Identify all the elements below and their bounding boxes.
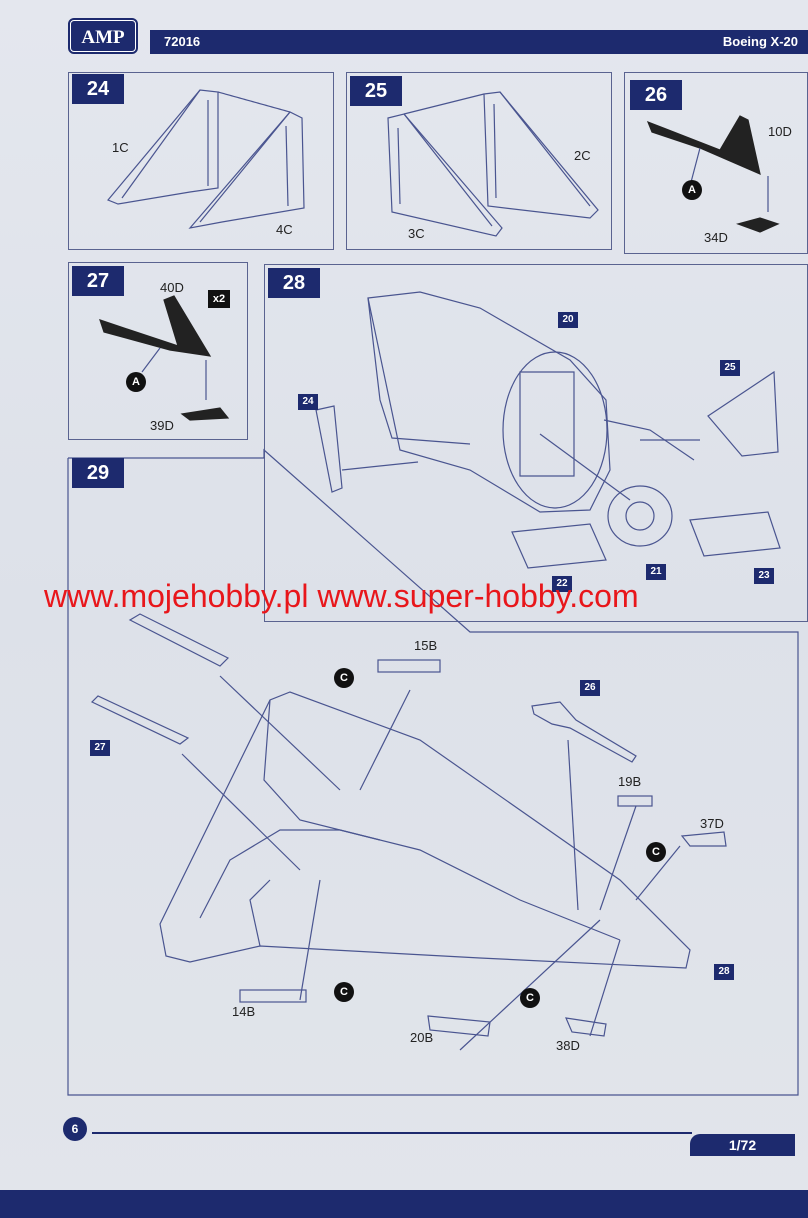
part-label-40d: 40D [160, 280, 184, 295]
part-label-19b: 19B [618, 774, 642, 789]
amp-logo: AMP [68, 18, 138, 54]
part-label-34d: 34D [704, 230, 728, 245]
callout-c-20b: C [520, 988, 540, 1008]
ref-tag-21: 21 [646, 564, 666, 580]
part-label-10d: 10D [768, 124, 792, 139]
callout-c-19b: C [646, 842, 666, 862]
part-label-3c: 3C [408, 226, 425, 241]
ref-tag-25: 25 [720, 360, 740, 376]
callout-c-14b: C [334, 982, 354, 1002]
page-number: 6 [63, 1117, 87, 1141]
step-24-panel [68, 72, 334, 250]
step-27-panel [68, 262, 248, 440]
part-label-39d: 39D [150, 418, 174, 433]
kit-name: Boeing X-20 [722, 34, 798, 49]
step-28-number: 28 [268, 268, 320, 298]
part-label-1c: 1C [112, 140, 129, 155]
ref-tag-28: 28 [714, 964, 734, 980]
part-label-38d: 38D [556, 1038, 580, 1053]
callout-a-step-27: A [126, 372, 146, 392]
scale-badge: 1/72 [690, 1134, 795, 1156]
ref-tag-26: 26 [580, 680, 600, 696]
step-26-number: 26 [630, 80, 682, 110]
step-27-number: 27 [72, 266, 124, 296]
part-label-2c: 2C [574, 148, 591, 163]
ref-tag-20: 20 [558, 312, 578, 328]
kit-code: 72016 [164, 34, 201, 49]
callout-a-step-26: A [682, 180, 702, 200]
ref-tag-22: 22 [552, 576, 572, 592]
watermark-text: www.mojehobby.pl www.super-hobby.com [44, 578, 639, 614]
part-label-20b: 20B [410, 1030, 434, 1045]
quantity-x2: x2 [208, 290, 230, 308]
header-bar: 72016 Boeing X-20 [150, 30, 808, 54]
step-25-number: 25 [350, 76, 402, 106]
step-29-number: 29 [72, 458, 124, 488]
part-label-37d: 37D [700, 816, 724, 831]
callout-c-15b: C [334, 668, 354, 688]
ref-tag-27: 27 [90, 740, 110, 756]
bottom-strip [0, 1190, 808, 1218]
part-label-4c: 4C [276, 222, 293, 237]
ref-tag-24: 24 [298, 394, 318, 410]
step-25-panel [346, 72, 612, 250]
logo-border [70, 20, 136, 52]
part-label-15b: 15B [414, 638, 438, 653]
footer-rule [92, 1132, 692, 1134]
step-24-number: 24 [72, 74, 124, 104]
ref-tag-23: 23 [754, 568, 774, 584]
part-label-14b: 14B [232, 1004, 256, 1019]
